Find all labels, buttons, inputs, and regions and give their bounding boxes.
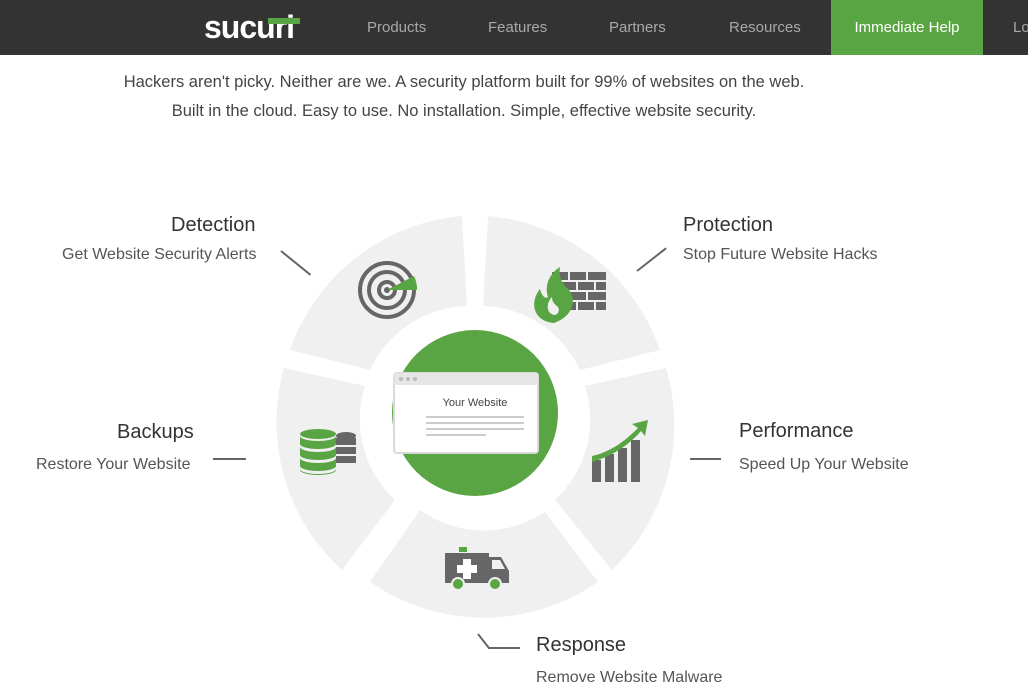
backups-title: Backups <box>117 421 194 443</box>
backups-connector <box>213 458 246 460</box>
intro-text: Hackers aren't picky. Neither are we. A … <box>0 68 928 126</box>
performance-subtitle[interactable]: Speed Up Your Website <box>739 456 909 473</box>
protection-title: Protection <box>683 214 774 236</box>
response-subtitle[interactable]: Remove Website Malware <box>536 669 723 686</box>
response-connector-diag <box>477 633 490 649</box>
detection-subtitle[interactable]: Get Website Security Alerts <box>62 246 257 263</box>
nav-login-partial[interactable]: Lo <box>1013 19 1028 36</box>
segment-performance <box>555 368 675 570</box>
growth-chart-icon <box>592 420 648 482</box>
protection-subtitle[interactable]: Stop Future Website Hacks <box>683 246 878 263</box>
nav-partners[interactable]: Partners <box>609 19 666 36</box>
sucuri-logo[interactable]: sucuri <box>204 10 324 44</box>
backups-subtitle[interactable]: Restore Your Website <box>36 456 191 473</box>
center-label: Your Website <box>443 397 508 409</box>
segment-backups <box>276 368 395 570</box>
detection-title: Detection <box>171 214 256 236</box>
response-connector <box>488 647 520 649</box>
top-navigation: sucuri Products Features Partners Resour… <box>0 0 1028 55</box>
intro-line-1: Hackers aren't picky. Neither are we. A … <box>123 73 805 91</box>
ambulance-icon <box>445 547 509 591</box>
browser-window-icon: Your Website <box>393 372 539 454</box>
firewall-icon <box>534 267 606 323</box>
logo-accent-bar <box>268 18 300 24</box>
logo-text: sucuri <box>204 10 294 44</box>
immediate-help-button[interactable]: Immediate Help <box>831 0 983 55</box>
response-title: Response <box>536 634 627 656</box>
database-icon <box>300 429 356 475</box>
performance-connector <box>690 458 721 460</box>
feature-wheel: Your Website <box>276 216 675 618</box>
intro-line-2: Built in the cloud. Easy to use. No inst… <box>171 102 757 120</box>
performance-title: Performance <box>739 420 854 442</box>
nav-products[interactable]: Products <box>367 19 427 36</box>
nav-resources[interactable]: Resources <box>729 19 801 36</box>
radar-icon <box>358 261 418 319</box>
nav-features[interactable]: Features <box>488 19 548 36</box>
